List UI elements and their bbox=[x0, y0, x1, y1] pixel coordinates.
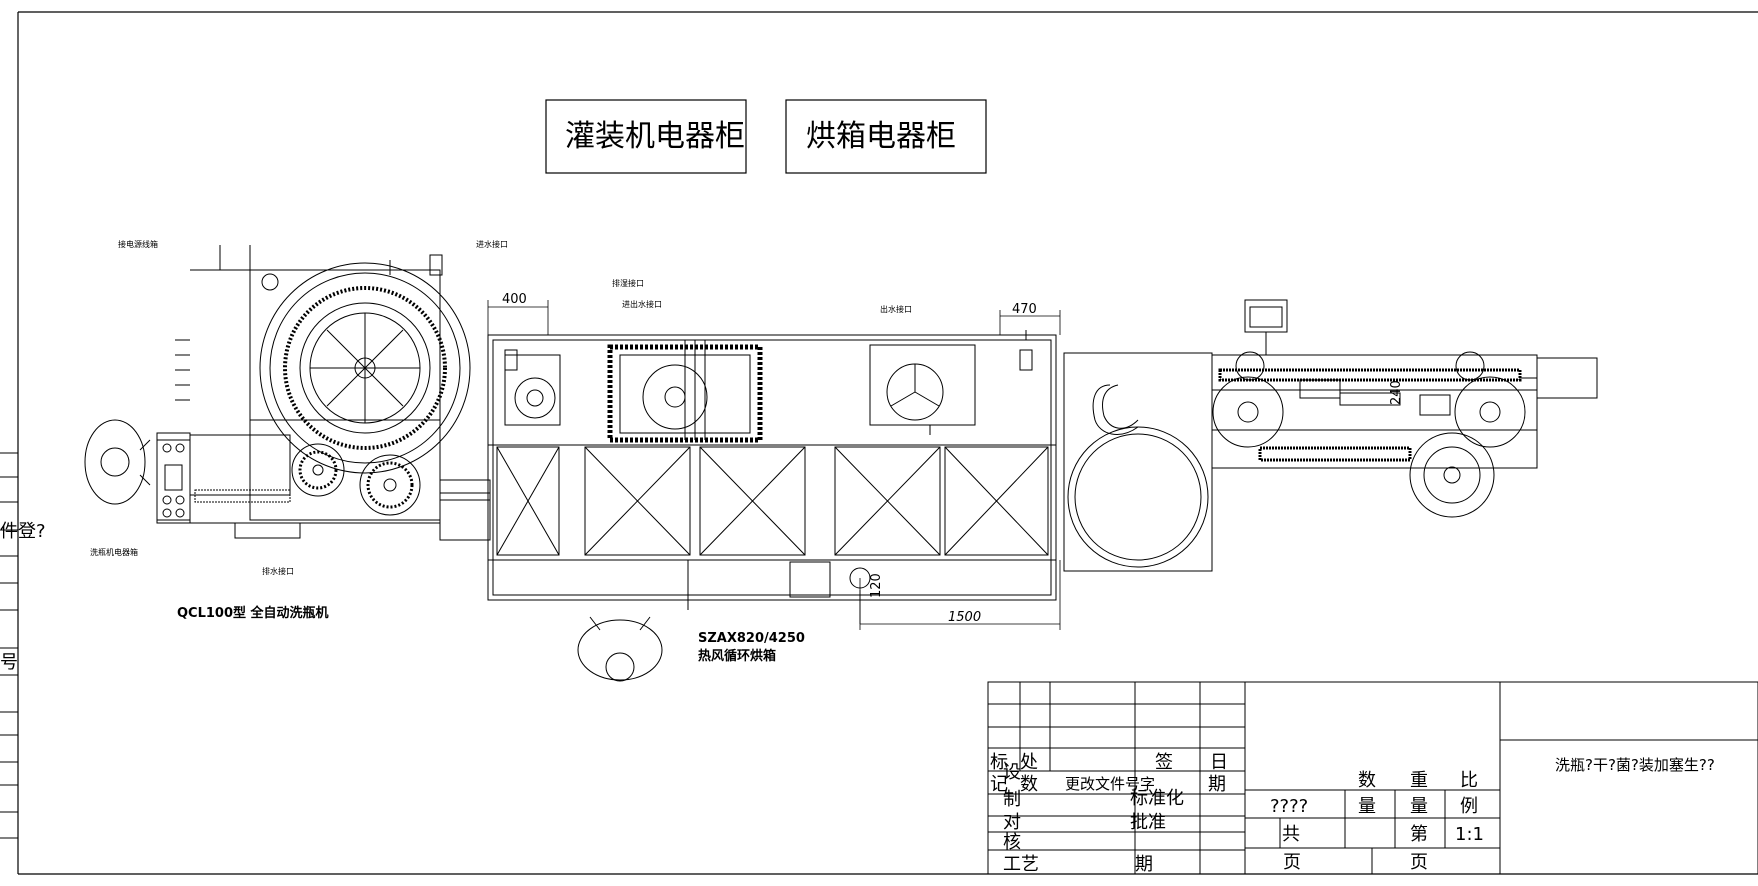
filling-cabinet-label: 灌装机电器柜 bbox=[565, 119, 745, 154]
tb-design: 设 bbox=[1003, 762, 1021, 783]
dimension-470 bbox=[999, 310, 1061, 335]
tb-count: 数 bbox=[1020, 774, 1038, 795]
washer-fiber-cable-label: 接电源线箱 bbox=[118, 239, 158, 249]
tb-scale: 比 bbox=[1460, 770, 1478, 791]
dimension-120-label: 120 bbox=[869, 573, 884, 598]
washer-inlet-label: 进水接口 bbox=[476, 239, 508, 249]
tb-total: 共 bbox=[1282, 824, 1300, 845]
tb-ratio: 例 bbox=[1460, 796, 1478, 817]
washer-drain-label: 排水接口 bbox=[262, 566, 294, 576]
tb-proofread: 对 bbox=[1003, 812, 1021, 833]
dimension-470-label: 470 bbox=[1012, 302, 1037, 317]
oven-model-label: SZAX820/4250 bbox=[698, 631, 805, 646]
dimension-400-label: 400 bbox=[502, 292, 527, 307]
tunnel-oven bbox=[487, 330, 1057, 610]
tb-day: 日 bbox=[1210, 752, 1228, 773]
dimension-240-label: 240 bbox=[1389, 380, 1404, 405]
tb-check: 核 bbox=[1003, 832, 1021, 853]
tb-unknown: ???? bbox=[1270, 796, 1308, 817]
dimension-1500 bbox=[859, 560, 1061, 630]
tb-no: 第 bbox=[1410, 824, 1428, 845]
filling-stoppering-machine bbox=[1063, 299, 1598, 572]
washer-model-label: QCL100型 全自动洗瓶机 bbox=[177, 605, 329, 621]
oven-cabinet-label: 烘箱电器柜 bbox=[806, 119, 956, 154]
tb-drawing-title: 洗瓶?干?菌?装加塞生?? bbox=[1555, 756, 1715, 774]
filling-cabinet: 灌装机电器柜 bbox=[545, 99, 747, 174]
tb-scale-value: 1:1 bbox=[1455, 824, 1484, 845]
washer-power-box-label: 洗瓶机电器箱 bbox=[90, 547, 138, 557]
oven-outlet-label: 出水接口 bbox=[880, 304, 912, 314]
tb-record: 记 bbox=[990, 774, 1008, 795]
dimension-1500-label: 1500 bbox=[948, 610, 981, 625]
title-block bbox=[987, 681, 1758, 875]
left-margin-table bbox=[0, 452, 18, 839]
oven-inlet-label: 进出水接口 bbox=[622, 299, 662, 309]
dimension-400 bbox=[487, 300, 549, 335]
tb-qty: 量 bbox=[1358, 796, 1376, 817]
tb-place: 处 bbox=[1020, 752, 1038, 773]
oven-cabinet: 烘箱电器柜 bbox=[785, 99, 987, 174]
tb-period: 期 bbox=[1208, 774, 1226, 795]
tb-page2: 页 bbox=[1410, 852, 1428, 873]
tb-weight: 重 bbox=[1410, 770, 1428, 791]
bottle-washer bbox=[84, 245, 491, 541]
tb-mark: 标 bbox=[990, 752, 1008, 773]
tb-sign: 签 bbox=[1155, 752, 1173, 773]
title-block-text: 标 处 签 日 记 设 数 更改文件号字 期 制 标准化 对 批准 核 工艺 期… bbox=[990, 752, 1715, 875]
tb-change-doc: 更改文件号字 bbox=[1065, 775, 1155, 793]
tb-date: 期 bbox=[1135, 854, 1153, 875]
left-margin-item-reg: 件登? bbox=[0, 521, 46, 542]
oven-exhaust-label: 排湿接口 bbox=[612, 278, 644, 288]
tb-approve: 批准 bbox=[1130, 812, 1166, 833]
tb-wt: 量 bbox=[1410, 796, 1428, 817]
tb-quantity: 数 bbox=[1358, 770, 1376, 791]
tb-standardize: 标准化 bbox=[1130, 788, 1184, 809]
oven-name-label: 热风循环烘箱 bbox=[698, 648, 776, 664]
left-margin-number: 号 bbox=[0, 652, 18, 673]
operator-oven bbox=[577, 616, 663, 682]
tb-drawing: 制 bbox=[1003, 789, 1021, 810]
tb-page1: 页 bbox=[1283, 852, 1301, 873]
tb-process: 工艺 bbox=[1003, 854, 1039, 875]
